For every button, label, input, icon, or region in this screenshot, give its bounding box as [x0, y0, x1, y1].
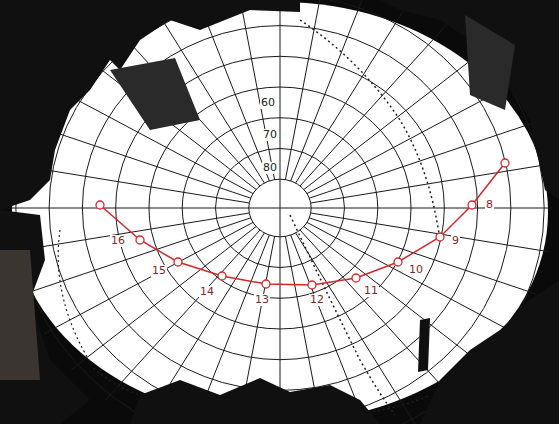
azimuth-line [44, 222, 253, 333]
azimuth-line [233, 0, 275, 180]
dotted-track [290, 215, 395, 415]
azimuth-line [307, 222, 516, 333]
dotted-track [300, 20, 440, 240]
hour-marker [174, 258, 182, 266]
altitude-label: 60 [260, 97, 276, 109]
azimuth-line [105, 230, 260, 401]
hour-marker [96, 201, 104, 209]
azimuth-line [304, 227, 489, 370]
hour-label: 16 [110, 235, 126, 247]
hour-marker [262, 280, 270, 288]
hour-marker [308, 281, 316, 289]
hour-marker [352, 274, 360, 282]
hour-marker [394, 258, 402, 266]
azimuth-line [300, 230, 455, 401]
azimuth-line [8, 208, 280, 209]
azimuth-line [296, 0, 417, 183]
hour-label: 14 [199, 286, 215, 298]
altitude-label: 80 [262, 162, 278, 174]
azimuth-line [280, 0, 281, 208]
azimuth-line [300, 15, 455, 186]
azimuth-line [291, 0, 374, 181]
hour-label: 12 [309, 294, 325, 306]
hour-label: 15 [151, 265, 167, 277]
hour-label: 8 [485, 199, 494, 211]
hour-label: 9 [451, 235, 460, 247]
sun-path-line [100, 163, 505, 285]
hour-marker [136, 236, 144, 244]
azimuth-line [285, 0, 327, 180]
azimuth-line [309, 122, 536, 198]
hour-marker [218, 272, 226, 280]
hour-marker [436, 233, 444, 241]
hour-marker [501, 159, 509, 167]
hour-marker [468, 201, 476, 209]
azimuth-line [311, 213, 549, 252]
hour-label: 10 [408, 264, 424, 276]
azimuth-line [71, 227, 256, 370]
hour-label: 13 [254, 294, 270, 306]
azimuth-line [309, 218, 536, 294]
azimuth-line [280, 208, 552, 209]
azimuth-line [304, 46, 489, 189]
sun-path [96, 159, 509, 289]
hour-label: 11 [363, 285, 379, 297]
altitude-label: 70 [262, 129, 278, 141]
azimuth-line [311, 164, 549, 203]
